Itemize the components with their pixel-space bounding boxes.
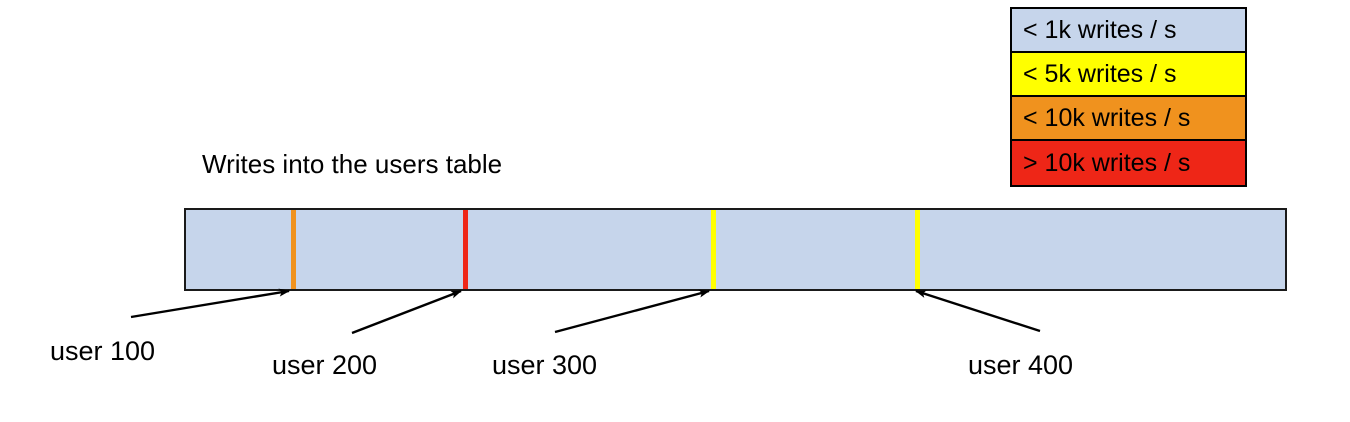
legend-row-10k-over: > 10k writes / s xyxy=(1012,141,1245,185)
user-200-stripe xyxy=(463,210,468,289)
legend-label-10k-over: > 10k writes / s xyxy=(1023,148,1191,177)
arrow-user-100 xyxy=(130,288,290,319)
chart-title: Writes into the users table xyxy=(202,149,503,179)
arrow-user-300 xyxy=(554,289,710,334)
pointer-label-user-300: user 300 xyxy=(492,350,598,380)
legend-label-1k: < 1k writes / s xyxy=(1023,15,1177,44)
legend-row-1k: < 1k writes / s xyxy=(1012,9,1245,53)
user-100-stripe xyxy=(291,210,296,289)
arrow-user-200 xyxy=(351,289,462,335)
pointer-label-user-200: user 200 xyxy=(272,350,378,380)
legend-label-10k-under: < 10k writes / s xyxy=(1023,103,1191,132)
legend-row-10k-under: < 10k writes / s xyxy=(1012,97,1245,141)
user-300-stripe xyxy=(711,210,716,289)
pointer-label-user-400: user 400 xyxy=(968,350,1074,380)
legend: < 1k writes / s < 5k writes / s < 10k wr… xyxy=(1010,7,1247,187)
legend-row-5k: < 5k writes / s xyxy=(1012,53,1245,97)
arrow-user-400 xyxy=(915,289,1041,333)
pointer-label-user-100: user 100 xyxy=(50,336,156,366)
users-table-bar xyxy=(184,208,1287,291)
legend-label-5k: < 5k writes / s xyxy=(1023,59,1177,88)
user-400-stripe xyxy=(915,210,920,289)
